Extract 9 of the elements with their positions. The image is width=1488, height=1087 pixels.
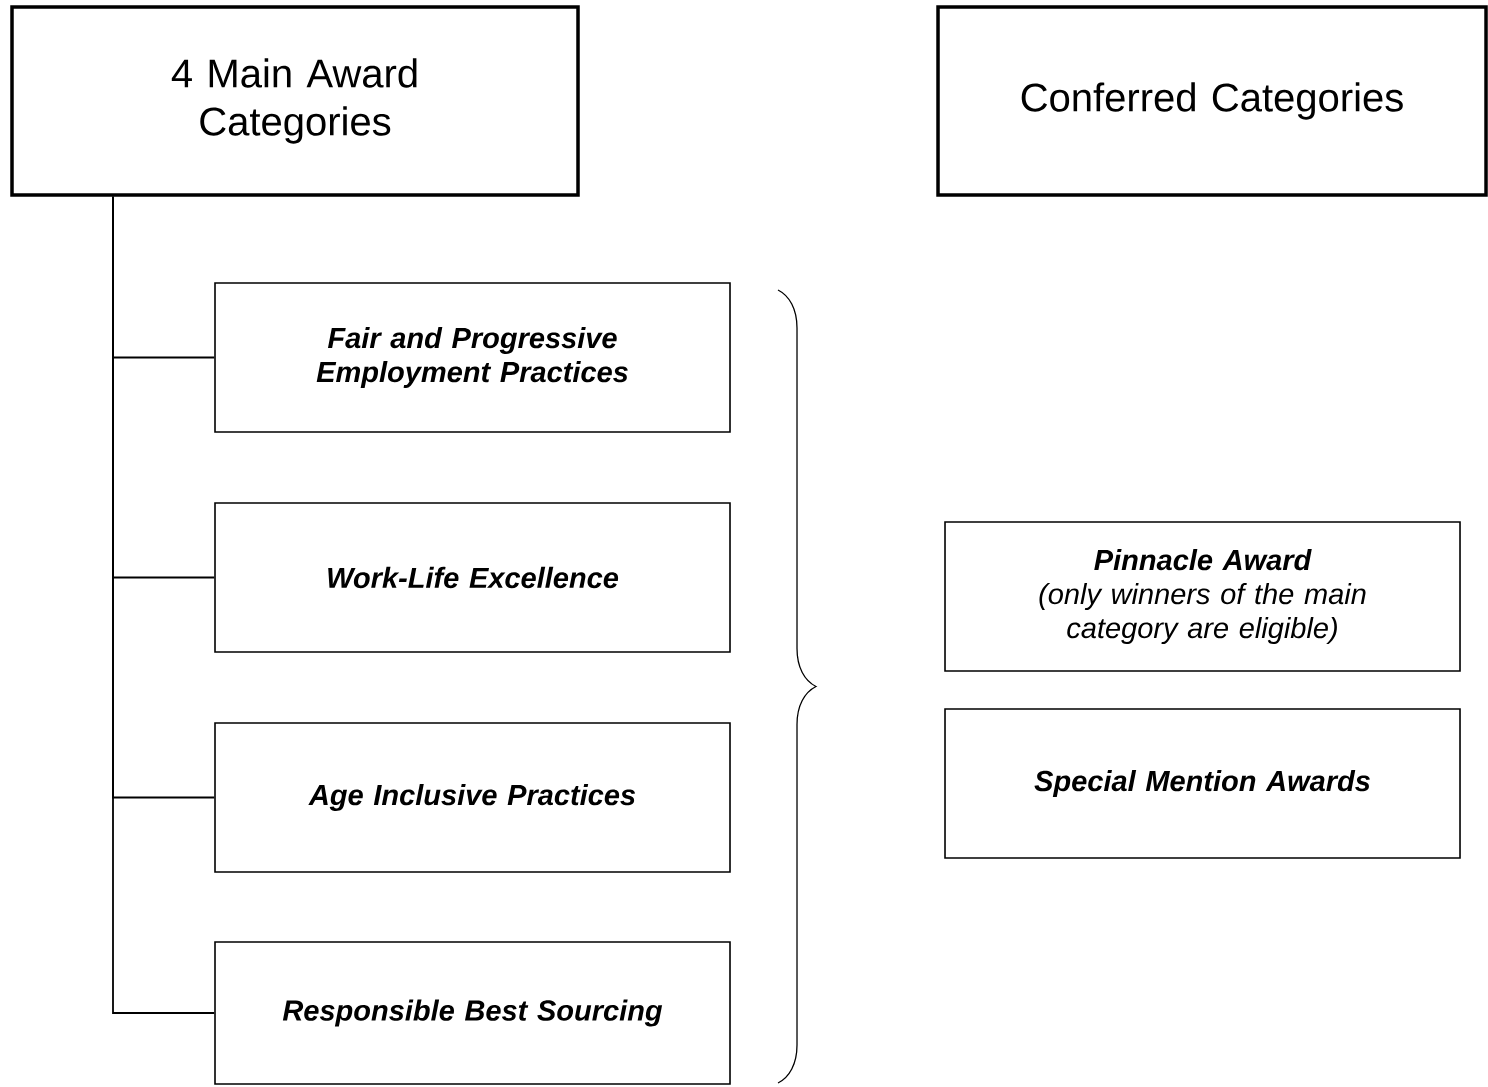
category-box: Age Inclusive Practices xyxy=(214,722,731,873)
heading-box: 4 Main Award Categories xyxy=(10,5,580,197)
category-box: Special Mention Awards xyxy=(944,708,1461,859)
category-box: Responsible Best Sourcing xyxy=(214,941,731,1085)
category-box: Fair and Progressive Employment Practices xyxy=(214,282,731,433)
heading-box: Conferred Categories xyxy=(936,5,1488,197)
category-box: Pinnacle Award (only winners of the main category are eligible) xyxy=(944,521,1461,672)
category-box: Work-Life Excellence xyxy=(214,502,731,653)
connector-line xyxy=(112,195,216,1014)
